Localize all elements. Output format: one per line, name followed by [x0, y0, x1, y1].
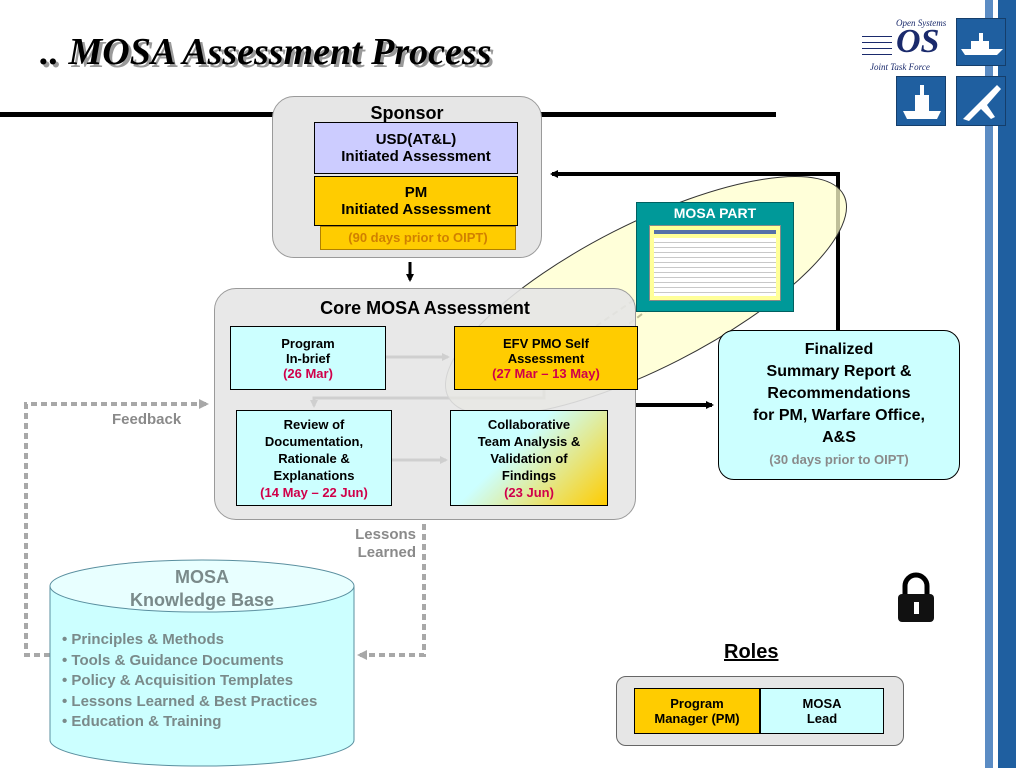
- logo-line: [862, 42, 892, 43]
- knowledge-base-list: • Principles & Methods • Tools & Guidanc…: [62, 630, 362, 733]
- knowledge-base-title: MOSA Knowledge Base: [50, 566, 354, 612]
- final-line4: for PM, Warfare Office,: [753, 407, 925, 424]
- collab-line2: Team Analysis &: [477, 433, 581, 449]
- usd-line1: USD(AT&L): [375, 131, 457, 148]
- lessons-learned-label: Lessons Learned: [344, 526, 416, 562]
- stripe-light: [985, 0, 993, 768]
- sheet-header-bar: [654, 230, 776, 234]
- collab-line4: Findings: [501, 467, 557, 483]
- mosa-part-card[interactable]: MOSA PART: [636, 202, 794, 312]
- pm-line1: PM: [404, 184, 428, 201]
- collaborative-box[interactable]: Collaborative Team Analysis & Validation…: [450, 410, 608, 506]
- feedback-connector: [24, 399, 209, 657]
- logo-line: [862, 36, 892, 37]
- logo-bottom-text: Joint Task Force: [870, 62, 930, 72]
- role-lead-line1: MOSA: [802, 696, 842, 711]
- lessons-line1: Lessons: [355, 526, 416, 543]
- ship-icon: [961, 33, 1003, 55]
- kb-item: • Education & Training: [62, 713, 222, 730]
- role-pm-box: Program Manager (PM): [634, 688, 760, 734]
- review-box[interactable]: Review of Documentation, Rationale & Exp…: [236, 410, 392, 506]
- logo-line: [862, 54, 892, 55]
- final-line5: A&S: [822, 429, 856, 446]
- logo-top-text: Open Systems: [896, 18, 947, 28]
- lessons-line2: Learned: [357, 544, 416, 561]
- efv-line1: EFV PMO Self: [503, 335, 589, 351]
- carrier-icon: [903, 85, 941, 119]
- feedback-label: Feedback: [112, 411, 182, 428]
- collab-line3: Validation of: [490, 450, 568, 466]
- efv-line2: Assessment: [507, 350, 585, 366]
- mosa-part-label: MOSA PART: [673, 205, 757, 221]
- sponsor-label: Sponsor: [370, 103, 444, 123]
- review-line1: Review of: [283, 416, 345, 432]
- review-date: (14 May – 22 Jun): [260, 484, 368, 500]
- core-label: Core MOSA Assessment: [320, 298, 530, 318]
- page-title: .. MOSA Assessment Process: [40, 31, 492, 73]
- ship-tile: [956, 18, 1006, 66]
- review-line3: Rationale &: [278, 450, 350, 466]
- cylinder-body: [49, 585, 355, 767]
- jet-icon: [963, 85, 1001, 121]
- final-line3: Recommendations: [767, 385, 911, 402]
- kb-item: • Tools & Guidance Documents: [62, 651, 284, 669]
- cylinder-top: [49, 559, 355, 613]
- carrier-tile: [896, 76, 946, 126]
- logo-letters: OS: [896, 23, 940, 60]
- logo-line: [862, 48, 892, 49]
- review-line2: Documentation,: [264, 433, 364, 449]
- kb-item: • Policy & Acquisition Templates: [62, 672, 294, 689]
- usd-initiated-box[interactable]: USD(AT&L) Initiated Assessment: [314, 122, 518, 174]
- mosa-part-spreadsheet: [649, 225, 781, 301]
- kb-title-line2: Knowledge Base: [129, 590, 275, 610]
- finalized-summary-box[interactable]: Finalized Summary Report & Recommendatio…: [718, 330, 960, 480]
- role-pm-line1: Program: [670, 696, 724, 711]
- kb-title-line1: MOSA: [175, 567, 229, 587]
- role-pm-line2: Manager (PM): [654, 711, 740, 726]
- final-line2: Summary Report &: [766, 363, 912, 380]
- inbrief-date: (26 Mar): [283, 365, 333, 381]
- program-inbrief-box[interactable]: Program In-brief (26 Mar): [230, 326, 386, 390]
- final-note: (30 days prior to OIPT): [769, 452, 909, 467]
- usd-line2: Initiated Assessment: [341, 148, 491, 165]
- review-line4: Explanations: [273, 467, 355, 483]
- jet-tile: [956, 76, 1006, 126]
- role-lead-line2: Lead: [806, 711, 838, 726]
- efv-pmo-box[interactable]: EFV PMO Self Assessment (27 Mar – 13 May…: [454, 326, 638, 390]
- lessons-learned-connector: [357, 524, 426, 660]
- role-lead-box: MOSA Lead: [760, 688, 884, 734]
- kb-item: • Principles & Methods: [62, 631, 224, 648]
- efv-date: (27 Mar – 13 May): [492, 365, 600, 381]
- stripe-blue: [998, 0, 1016, 768]
- inbrief-line1: Program: [281, 335, 335, 351]
- collab-date: (23 Jun): [504, 484, 554, 500]
- final-line1: Finalized: [804, 341, 874, 358]
- roles-heading: Roles: [724, 641, 779, 663]
- os-jtf-logo: Open Systems OS Joint Task Force: [862, 18, 954, 74]
- inbrief-line2: In-brief: [285, 350, 331, 366]
- collab-line1: Collaborative: [487, 416, 571, 432]
- sheet-rows: [654, 238, 776, 296]
- kb-item: • Lessons Learned & Best Practices: [62, 692, 318, 710]
- right-decorative-stripe: [980, 0, 1024, 768]
